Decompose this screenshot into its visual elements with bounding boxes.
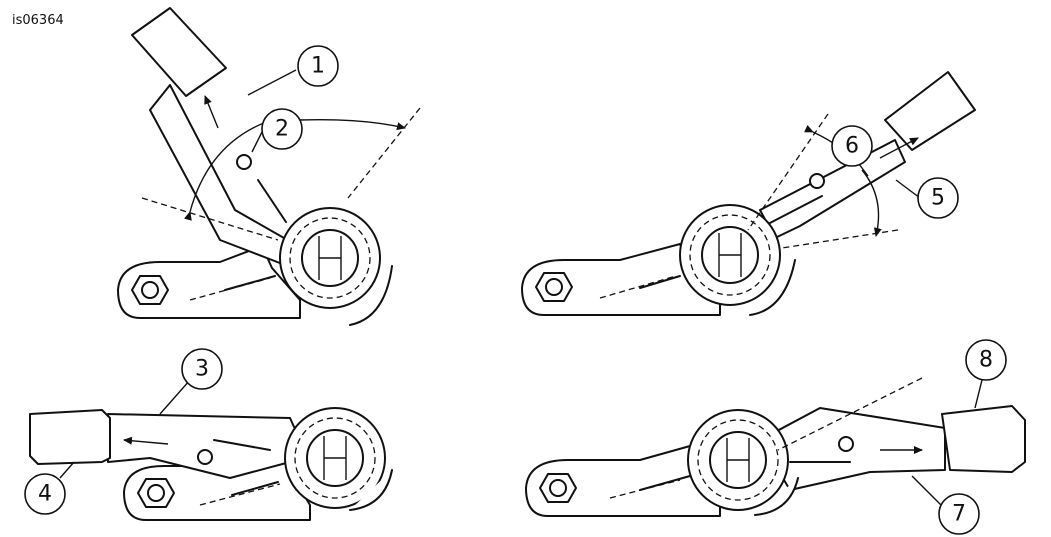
callout-5: 5	[917, 177, 959, 219]
ratchet-panel-raised-left	[117, 7, 421, 326]
callout-1: 1	[297, 45, 339, 87]
gear-guard	[349, 469, 393, 511]
reference-line-lower	[781, 229, 899, 249]
callout-4: 4	[24, 473, 66, 515]
figure-id: is06364	[12, 13, 64, 28]
handle-grip	[884, 71, 976, 151]
ratchet-panel-pulled-left	[29, 407, 393, 521]
bolt-hole	[545, 278, 563, 296]
base-spring	[224, 275, 276, 291]
svg-text:8: 8	[979, 348, 993, 373]
svg-text:6: 6	[845, 134, 859, 159]
callout-8: 8	[965, 339, 1007, 381]
reference-line-upper	[747, 113, 829, 231]
leader-line-7	[911, 475, 943, 507]
bolt-hole	[147, 484, 165, 502]
ratchet-gear	[687, 409, 789, 511]
handle-pivot	[838, 436, 854, 452]
ratchet-panel-pushed-right	[525, 377, 1026, 517]
ratchet-handle	[759, 139, 906, 239]
push-direction-arrow	[879, 137, 919, 159]
ratchet-handle	[107, 413, 301, 479]
leader-line-5	[895, 179, 921, 199]
callout-6: 6	[831, 125, 873, 167]
leader-line-2	[251, 131, 263, 153]
handle-pivot	[236, 154, 252, 170]
base-spring	[231, 481, 279, 496]
ratchet-gear	[279, 207, 381, 309]
leader-line-3	[159, 379, 191, 415]
svg-text:5: 5	[931, 186, 945, 211]
swing-angle-arc-right	[299, 118, 406, 131]
pull-direction-arrow	[123, 436, 169, 445]
leader-line-4	[59, 461, 75, 479]
base-spring	[639, 275, 681, 289]
ratchet-panel-raised-right	[521, 71, 976, 316]
reference-line-left	[141, 197, 279, 241]
ratchet-base	[117, 245, 301, 319]
svg-text:3: 3	[195, 357, 209, 382]
svg-text:1: 1	[311, 54, 325, 79]
handle-grip	[29, 409, 111, 465]
callout-2: 2	[261, 108, 303, 150]
svg-text:2: 2	[275, 117, 289, 142]
gear-guard	[754, 477, 799, 516]
gear-guard	[749, 259, 796, 316]
handle-spring	[767, 195, 823, 225]
handle-spring	[213, 439, 271, 451]
ratchet-gear	[679, 204, 781, 306]
handle-pivot	[809, 173, 825, 189]
handle-pivot	[197, 449, 213, 465]
base-spring-slot	[199, 483, 281, 506]
base-spring-slot	[599, 275, 677, 299]
leader-line-1	[247, 69, 297, 96]
swing-angle-arc-lower	[861, 169, 882, 237]
svg-text:7: 7	[952, 502, 966, 527]
handle-grip	[131, 7, 227, 97]
handle-spring	[257, 179, 287, 223]
callout-7: 7	[938, 493, 980, 535]
base-spring	[639, 475, 691, 491]
bolt-hole	[549, 479, 567, 497]
leader-line-8	[974, 375, 984, 409]
lift-direction-arrow	[204, 95, 219, 129]
svg-text:4: 4	[38, 482, 52, 507]
gear-guard	[349, 265, 393, 326]
handle-grip	[941, 405, 1026, 473]
reference-line	[777, 377, 923, 451]
callout-3: 3	[181, 348, 223, 390]
bolt-hole	[141, 281, 159, 299]
